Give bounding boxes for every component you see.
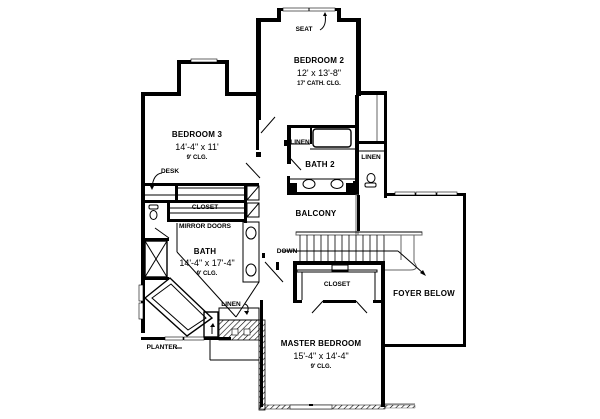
down-label: DOWN [276,248,298,255]
desk-label: DESK [160,168,180,175]
balcony-label: BALCONY [295,209,337,218]
linen-bath2-label: LINEN [290,139,310,146]
master-bedroom-dims: 15'-4" x 14'-4" [293,351,349,361]
linen-hall-label: LINEN [361,154,381,161]
bedroom-2-name: BEDROOM 2 [293,56,345,65]
balcony-center-wall [357,195,360,231]
planter-label: PLANTER [146,344,178,351]
bedroom-3-ceiling: 9' CLG. [186,155,208,161]
desk-closet-area [141,172,260,223]
master-bedroom-ceiling: 9' CLG. [310,364,332,370]
staircase [282,231,426,276]
bath-name: BATH [193,247,217,256]
bedroom-2-dims: 12' x 13'-8" [296,68,342,78]
hall-wall-top [256,120,259,150]
bedroom-3-dims: 14'-4" x 11' [175,142,219,152]
closet-master-label: CLOSET [323,281,351,288]
master-bedroom-name: MASTER BEDROOM [280,339,362,348]
linen-master-label: LINEN [221,301,241,308]
bedroom-3-name: BEDROOM 3 [171,130,223,139]
master-bedroom-walls [259,261,416,410]
bath-2-walls [284,91,387,208]
bath-walls [138,215,284,341]
mirror-doors-label: MIRROR DOORS [179,223,231,230]
seat-label: SEAT [295,26,313,33]
planter-linen [175,303,266,411]
bedroom-2-ceiling: 17' CATH. CLG. [297,81,341,87]
foyer-walls [384,191,466,347]
bath-ceiling: 9' CLG. [196,271,218,277]
bath-2-name: BATH 2 [305,160,335,169]
bedroom-3-walls [141,58,276,217]
closet-bath-label: CLOSET [191,204,219,211]
foyer-below-label: FOYER BELOW [393,289,455,298]
bath-dims: 14'-4" x 17'-4" [179,258,235,268]
bedroom-2-walls [256,7,361,120]
